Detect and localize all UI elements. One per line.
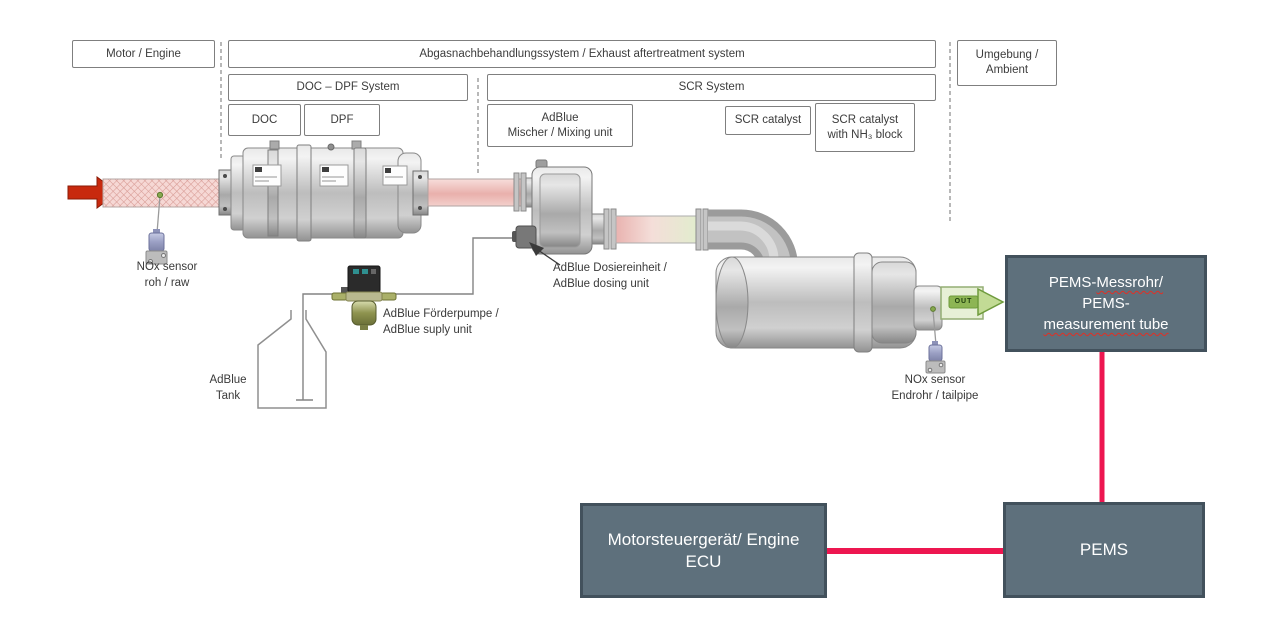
- pems-data-connectors: [827, 352, 1105, 554]
- dpf-box: DPF: [304, 104, 380, 136]
- scr-catalyst-label: SCR catalyst: [734, 114, 802, 126]
- pems-tube-label-line2: PEMS-: [1082, 295, 1130, 312]
- ambient-label-line2: Ambient: [985, 64, 1029, 76]
- motor-engine-label: Motor / Engine: [106, 47, 181, 60]
- doc-box: DOC: [228, 104, 301, 136]
- engine-ecu-label-line2: ECU: [685, 551, 722, 571]
- doc-dpf-system-box: DOC – DPF System: [228, 74, 468, 101]
- adblue-mixer-label-line1: AdBlue: [541, 111, 579, 124]
- aftertreatment-system-label: Abgasnachbehandlungssystem / Exhaust aft…: [419, 47, 745, 60]
- aftertreatment-system-box: Abgasnachbehandlungssystem / Exhaust aft…: [228, 40, 936, 68]
- canister-info-plates: [252, 164, 408, 187]
- doc-dpf-system-label: DOC – DPF System: [296, 81, 400, 93]
- adblue-supply-pump-label: AdBlue Förderpumpe / AdBlue suply unit: [383, 308, 499, 336]
- adblue-supply-pump: [331, 265, 397, 330]
- pipe-mixer-to-scr: [615, 215, 697, 244]
- pems-label: PEMS: [1079, 540, 1129, 559]
- doc-label: DOC: [251, 113, 278, 126]
- adblue-mixing-unit: [512, 159, 617, 255]
- nox-sensor-raw-label: NOx sensor roh / raw: [136, 261, 198, 289]
- scr-catalyst-canister: [715, 252, 943, 353]
- pems-tube-label-line3: measurement tube: [1043, 316, 1169, 333]
- doc-dpf-canister: [218, 140, 429, 242]
- pems-measurement-tube-box: PEMS-Messrohr/ PEMS- measurement tube: [1005, 255, 1207, 352]
- nox-sensor-tailpipe: [925, 306, 946, 374]
- adblue-mixer-box: AdBlue Mischer / Mixing unit: [487, 104, 633, 147]
- scr-catalyst-nh3-label-line1: SCR catalyst: [831, 113, 899, 126]
- motor-engine-box: Motor / Engine: [72, 40, 215, 68]
- scr-system-label: SCR System: [678, 81, 745, 93]
- engine-ecu-box: Motorsteuergerät/ Engine ECU: [580, 503, 827, 598]
- pems-box: PEMS: [1003, 502, 1205, 598]
- nox-sensor-tailpipe-label: NOx sensor Endrohr / tailpipe: [891, 374, 979, 402]
- dpf-label: DPF: [330, 113, 354, 126]
- exhaust-outlet-arrow: [948, 287, 1005, 317]
- nox-sensor-raw: [145, 191, 168, 265]
- ambient-box: Umgebung / Ambient: [957, 40, 1057, 86]
- flow-out-label: OUT: [954, 298, 973, 305]
- system-boundary-dashed-lines: [220, 42, 951, 223]
- dosing-unit-pointer-arrow: [529, 242, 561, 266]
- adblue-dosing-unit: [512, 225, 537, 249]
- scr-catalyst-box: SCR catalyst: [725, 106, 811, 135]
- scr-catalyst-nh3-label-line2: with NH₃ block: [827, 128, 903, 141]
- scr-system-box: SCR System: [487, 74, 936, 101]
- adblue-tank-label: AdBlue Tank: [209, 374, 247, 402]
- ambient-label-line1: Umgebung /: [975, 49, 1039, 61]
- adblue-dosing-unit-label: AdBlue Dosiereinheit / AdBlue dosing uni…: [553, 262, 667, 290]
- pems-tube-label-line1: PEMS-Messrohr/: [1048, 274, 1164, 291]
- scr-catalyst-nh3-box: SCR catalyst with NH₃ block: [815, 103, 915, 152]
- adblue-mixer-label-line2: Mischer / Mixing unit: [507, 126, 613, 139]
- engine-ecu-label-line1: Motorsteuergerät/ Engine: [607, 529, 800, 549]
- adblue-tank: [257, 310, 327, 409]
